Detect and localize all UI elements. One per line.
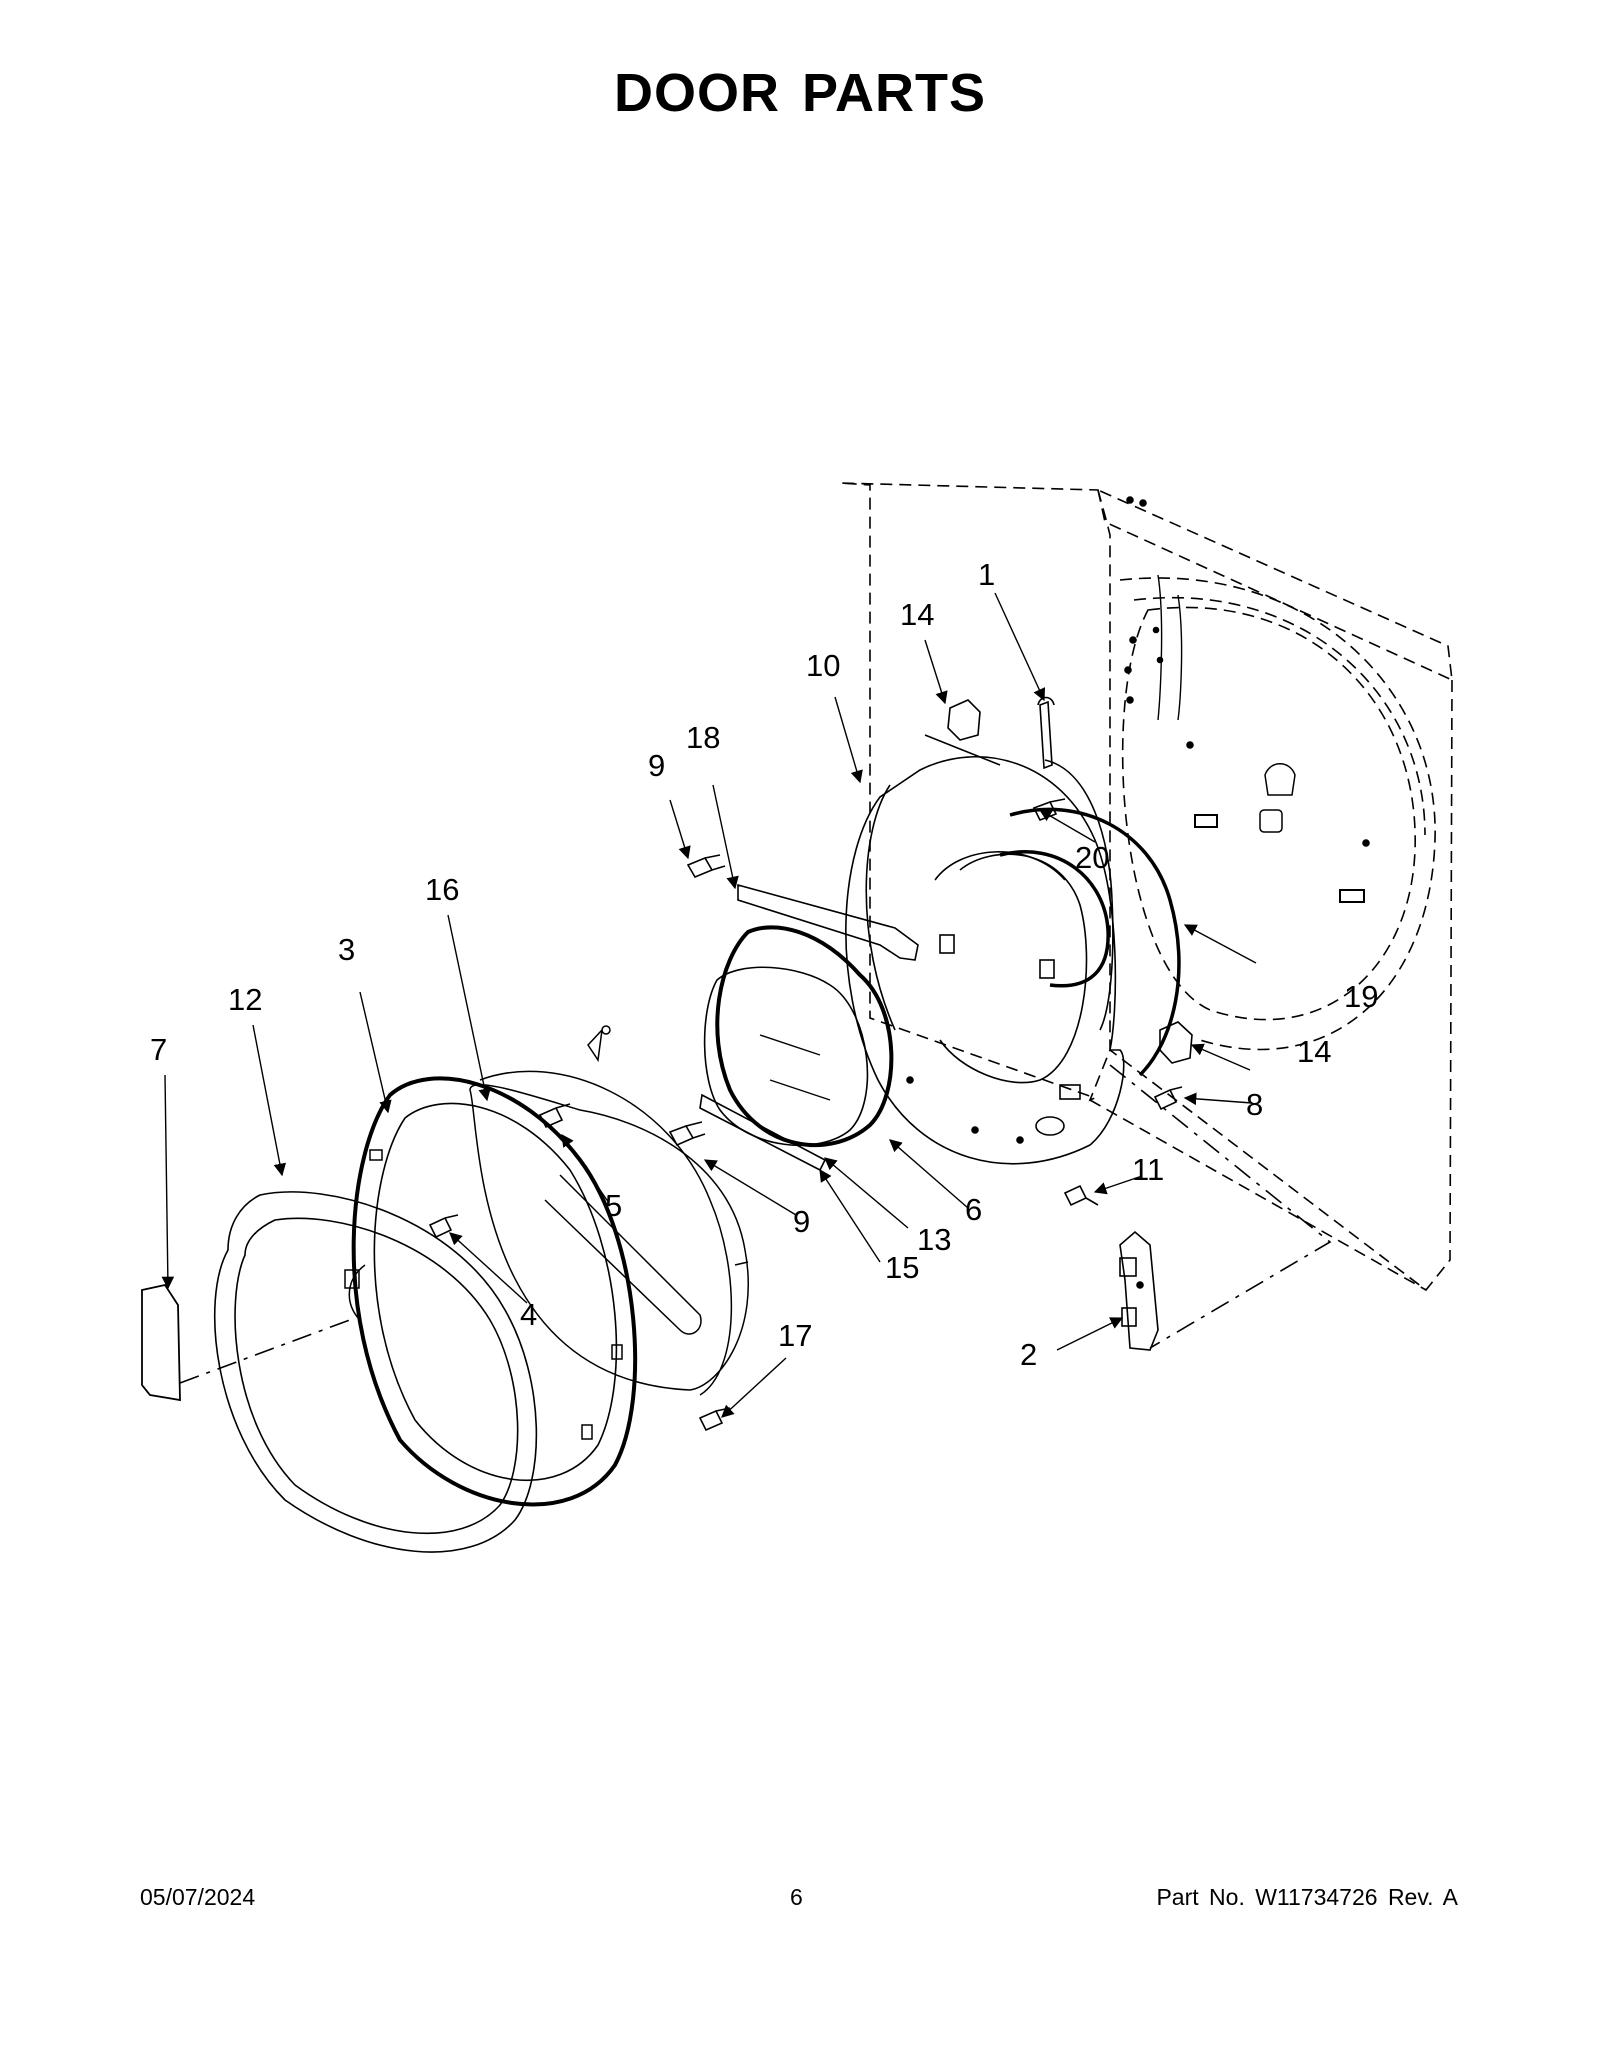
door-gasket-part-19 [1009, 807, 1181, 1077]
cabinet-front-panel [839, 482, 1453, 1292]
strike-clip-part-14-top [924, 699, 1001, 766]
callout-8: 8 [1246, 1087, 1263, 1122]
door-trim-ring-part-12 [213, 1191, 538, 1553]
screw-part-20 [1032, 798, 1066, 822]
door-gasket-inner-part-19 [999, 850, 1110, 988]
callout-9-top: 9 [648, 748, 665, 783]
callout-3: 3 [338, 932, 355, 967]
callout-16: 16 [425, 872, 459, 907]
screw-part-11 [1063, 1184, 1099, 1207]
inner-door-liner-part-10 [845, 756, 1125, 1165]
outer-door-ring-part-3 [351, 1076, 638, 1507]
footer-date: 05/07/2024 [140, 1884, 256, 1910]
callout-6: 6 [965, 1192, 982, 1227]
callout-1: 1 [978, 557, 995, 592]
screw-part-17 [698, 1407, 731, 1432]
footer-part-number: Part No. W11734726 Rev. A [1156, 1884, 1458, 1910]
trim-strip-part-15 [699, 1093, 827, 1172]
screws [428, 798, 1183, 1432]
callout-12: 12 [228, 982, 262, 1017]
callout-7: 7 [150, 1032, 167, 1067]
callout-20: 20 [1075, 840, 1109, 875]
screw-part-5 [538, 1103, 571, 1129]
screw-part-8 [1153, 1086, 1183, 1111]
screw-part-9-bottom [668, 1121, 706, 1147]
page-title: DOOR PARTS [613, 63, 986, 123]
callout-18: 18 [686, 720, 720, 755]
callout-14-top: 14 [900, 597, 934, 632]
door-pin-part-1 [1037, 696, 1055, 770]
callout-4: 4 [520, 1297, 537, 1332]
footer-page-number: 6 [790, 1884, 803, 1910]
door-hinge-part-2 [1119, 1230, 1159, 1351]
assembly-lines [179, 1064, 1332, 1384]
door-glass-part-6 [703, 925, 894, 1148]
callout-13: 13 [917, 1222, 951, 1257]
callout-15: 15 [885, 1250, 919, 1285]
door-handle-part-7 [141, 1283, 181, 1402]
callout-11: 11 [1132, 1152, 1164, 1187]
callout-14-bottom: 14 [1297, 1034, 1331, 1069]
screw-part-4 [428, 1214, 459, 1239]
callout-2: 2 [1020, 1337, 1037, 1372]
strike-clip-part-14-bottom [1159, 1021, 1193, 1064]
callout-9-bottom: 9 [793, 1204, 810, 1239]
callout-10: 10 [806, 648, 840, 683]
callout-5: 5 [605, 1188, 622, 1223]
callout-17: 17 [778, 1318, 812, 1353]
screw-part-9-top [686, 854, 726, 879]
leader-lines [161, 592, 1257, 1418]
callout-19: 19 [1344, 979, 1378, 1014]
hinge-strap-part-18 [737, 883, 919, 961]
inner-door-panel-part-16 [469, 1025, 750, 1396]
